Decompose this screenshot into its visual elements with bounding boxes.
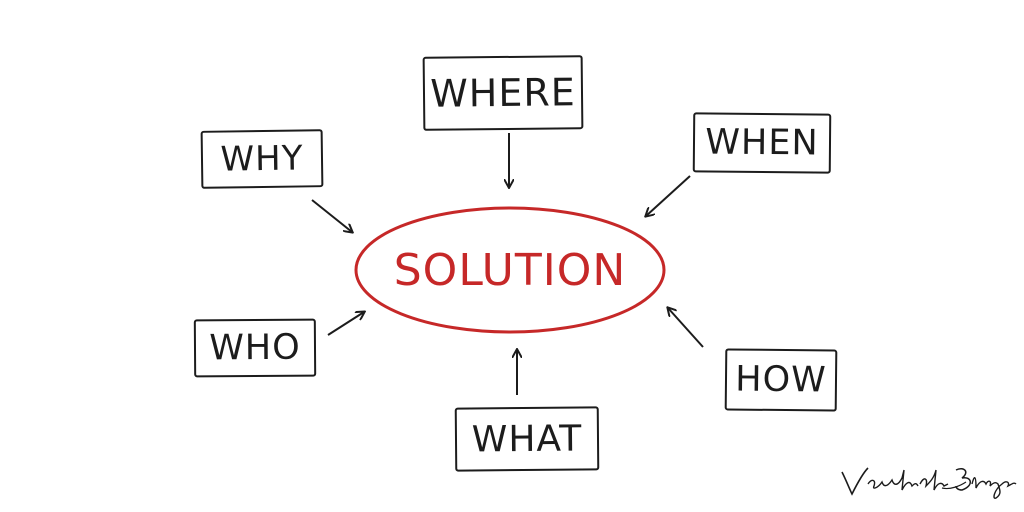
- node-when-label: WHEN: [705, 122, 819, 164]
- arrow-when: [646, 175, 691, 216]
- signature-image: [841, 467, 1017, 499]
- node-what-label: WHAT: [471, 418, 583, 460]
- node-how-label: HOW: [735, 359, 827, 401]
- solution-text: SOLUTION: [393, 244, 627, 296]
- node-why: WHY: [200, 129, 324, 189]
- arrow-why: [311, 199, 352, 232]
- node-what: WHAT: [454, 406, 600, 472]
- node-where-label: WHERE: [429, 70, 577, 116]
- arrow-who: [327, 312, 364, 336]
- solution-label: SOLUTION: [360, 230, 660, 310]
- node-where: WHERE: [422, 55, 584, 131]
- node-who-label: WHO: [209, 327, 301, 369]
- solution-ellipse: [354, 206, 666, 334]
- node-why-label: WHY: [220, 138, 304, 180]
- node-when: WHEN: [692, 112, 832, 174]
- arrow-how: [668, 308, 704, 348]
- node-who: WHO: [193, 318, 317, 378]
- node-how: HOW: [724, 348, 838, 412]
